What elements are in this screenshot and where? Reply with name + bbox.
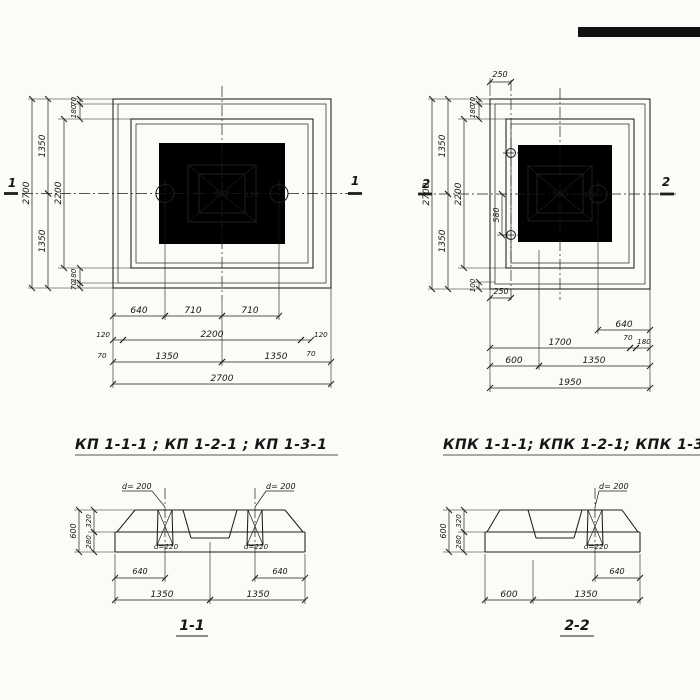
dim: 640: [615, 320, 632, 330]
dim: 180: [69, 268, 78, 282]
dim: 120: [314, 330, 328, 339]
plan1-view: 1 1 560 110: [4, 86, 362, 300]
dim: 710: [241, 306, 258, 316]
dim: 250: [493, 287, 508, 296]
section-digit: 1: [8, 176, 16, 190]
dim: 640: [272, 567, 287, 576]
dim: 70: [623, 333, 633, 342]
plan1-dimensions: 70 180 1350 2700 2200 1350 180 70 640 71…: [22, 95, 335, 388]
section1: КП 1-1-1 ; КП 1-2-1 ; КП 1-3-1 d= 200: [69, 437, 338, 637]
callout-d220-right: d=220: [244, 542, 269, 551]
callout-d200-right: d= 200: [266, 482, 296, 491]
dim: 70: [306, 349, 316, 358]
dim: 2200: [454, 182, 464, 205]
dim: 320: [454, 514, 463, 528]
dim: 640: [132, 567, 147, 576]
dim: 600: [500, 590, 517, 600]
dim: 70: [69, 281, 78, 291]
plan2-dimensions: 250 70 180 1350 2700 2200 1350 100 580 2…: [422, 70, 654, 392]
dim: 180: [637, 337, 651, 346]
section1-label: 1-1: [179, 618, 204, 634]
plan2-cup-side-dim: 110: [583, 190, 597, 199]
section1-title: КП 1-1-1 ; КП 1-2-1 ; КП 1-3-1: [75, 437, 327, 453]
dim: 600: [439, 523, 448, 538]
dim: 120: [96, 330, 110, 339]
dim: 70: [468, 97, 477, 107]
dim: 250: [492, 70, 507, 79]
dim: 2700: [22, 181, 32, 204]
callout-d200: d= 200: [599, 482, 629, 491]
dim: 1350: [38, 134, 48, 157]
dim: 1350: [247, 590, 270, 600]
dim: 2200: [54, 181, 64, 204]
section2-label: 2-2: [564, 618, 589, 634]
callout-d220-left: d=220: [154, 542, 179, 551]
dim: 710: [184, 306, 201, 316]
dim: 180: [468, 104, 477, 118]
plan2-step-edge: [505, 118, 635, 269]
dim: 100: [468, 278, 477, 292]
callout-d220: d=220: [584, 542, 609, 551]
dim: 1700: [549, 338, 572, 348]
dim: 600: [505, 356, 522, 366]
dim: 280: [454, 535, 463, 549]
dim: 2700: [211, 374, 234, 384]
dim: 1350: [575, 590, 598, 600]
dim: 640: [609, 567, 624, 576]
plan2-view: 2 2 560 110: [418, 80, 676, 300]
dim: 70: [97, 351, 107, 360]
dim: 1350: [583, 356, 606, 366]
dim: 1350: [156, 352, 179, 362]
page-corner-mark: [578, 27, 700, 37]
dim: 180: [69, 104, 78, 118]
dim: 320: [84, 514, 93, 528]
dim: 1950: [559, 378, 582, 388]
dim: 280: [84, 535, 93, 549]
section-digit: 1: [351, 174, 359, 188]
section2-title: КПК 1-1-1; КПК 1-2-1; КПК 1-3-1: [443, 437, 700, 453]
dim: 1350: [38, 229, 48, 252]
dim: 580: [492, 207, 501, 222]
callout-d200-left: d= 200: [122, 482, 152, 491]
plan1-cup-dim: 560: [214, 190, 229, 199]
dim: 2200: [201, 330, 224, 340]
dim: 1350: [438, 229, 448, 252]
dim: 70: [69, 97, 78, 107]
dim: 1350: [265, 352, 288, 362]
plan2-hidden-contour: [518, 145, 612, 242]
plan1-cup-side-dim: 110: [245, 190, 259, 199]
dim: 1350: [151, 590, 174, 600]
dim: 640: [130, 306, 147, 316]
section-digit: 2: [422, 177, 430, 191]
dim: 600: [69, 523, 78, 538]
section2: КПК 1-1-1; КПК 1-2-1; КПК 1-3-1 d= 200 d…: [439, 437, 700, 637]
section-digit: 2: [662, 175, 670, 189]
plan2-step-edge-2: [510, 123, 630, 264]
dim: 2700: [422, 182, 432, 205]
plan2-cup-dim: 560: [552, 190, 567, 199]
dim: 1350: [438, 134, 448, 157]
